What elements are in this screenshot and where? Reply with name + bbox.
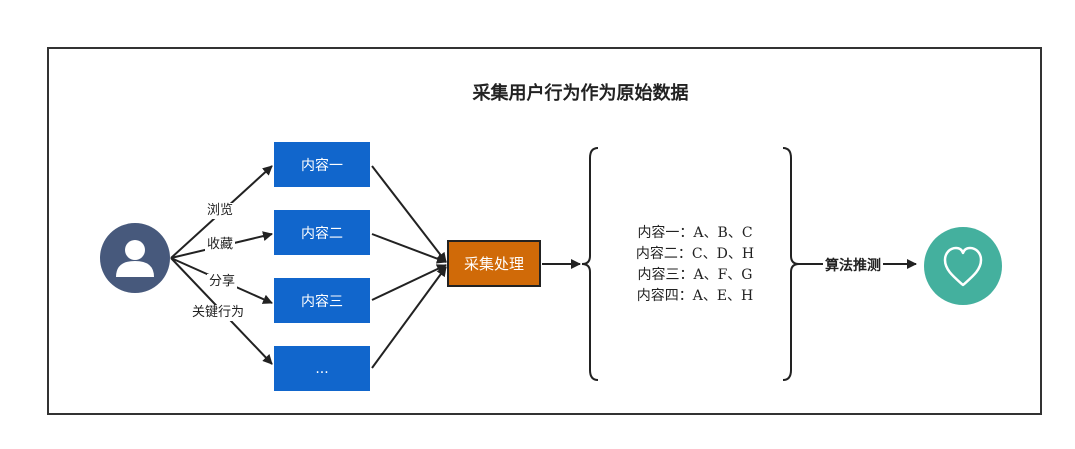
heart-icon [943, 246, 983, 287]
label-favorite: 收藏 [205, 237, 236, 253]
content-box-more: ... [274, 346, 370, 391]
label-share: 分享 [207, 274, 238, 290]
content-box-2: 内容二 [274, 210, 370, 255]
edge-c3-proc [371, 264, 447, 301]
edge-c1-proc [371, 165, 447, 263]
content-box-3: 内容三 [274, 278, 370, 323]
user-node [100, 223, 170, 293]
result-item: 内容三：A、F、G [637, 267, 753, 283]
left-brace [581, 147, 599, 381]
result-item: 内容四：A、E、H [636, 288, 754, 304]
right-brace [782, 147, 800, 381]
diagram-frame [47, 47, 1042, 415]
process-box: 采集处理 [447, 240, 541, 287]
result-item: 内容一：A、B、C [637, 225, 753, 241]
edge-c4-proc [371, 266, 447, 369]
result-item: 内容二：C、D、H [635, 246, 755, 262]
diagram-title: 采集用户行为作为原始数据 [472, 83, 689, 104]
content-box-1: 内容一 [274, 142, 370, 187]
label-key-action: 关键行为 [190, 305, 247, 321]
edge-c2-proc [371, 233, 447, 264]
result-list: 内容一：A、B、C 内容二：C、D、H 内容三：A、F、G 内容四：A、E、H [620, 223, 770, 307]
heart-node [924, 227, 1002, 305]
label-browse: 浏览 [205, 203, 236, 219]
user-icon [116, 240, 154, 277]
algorithm-label: 算法推测 [823, 255, 883, 275]
